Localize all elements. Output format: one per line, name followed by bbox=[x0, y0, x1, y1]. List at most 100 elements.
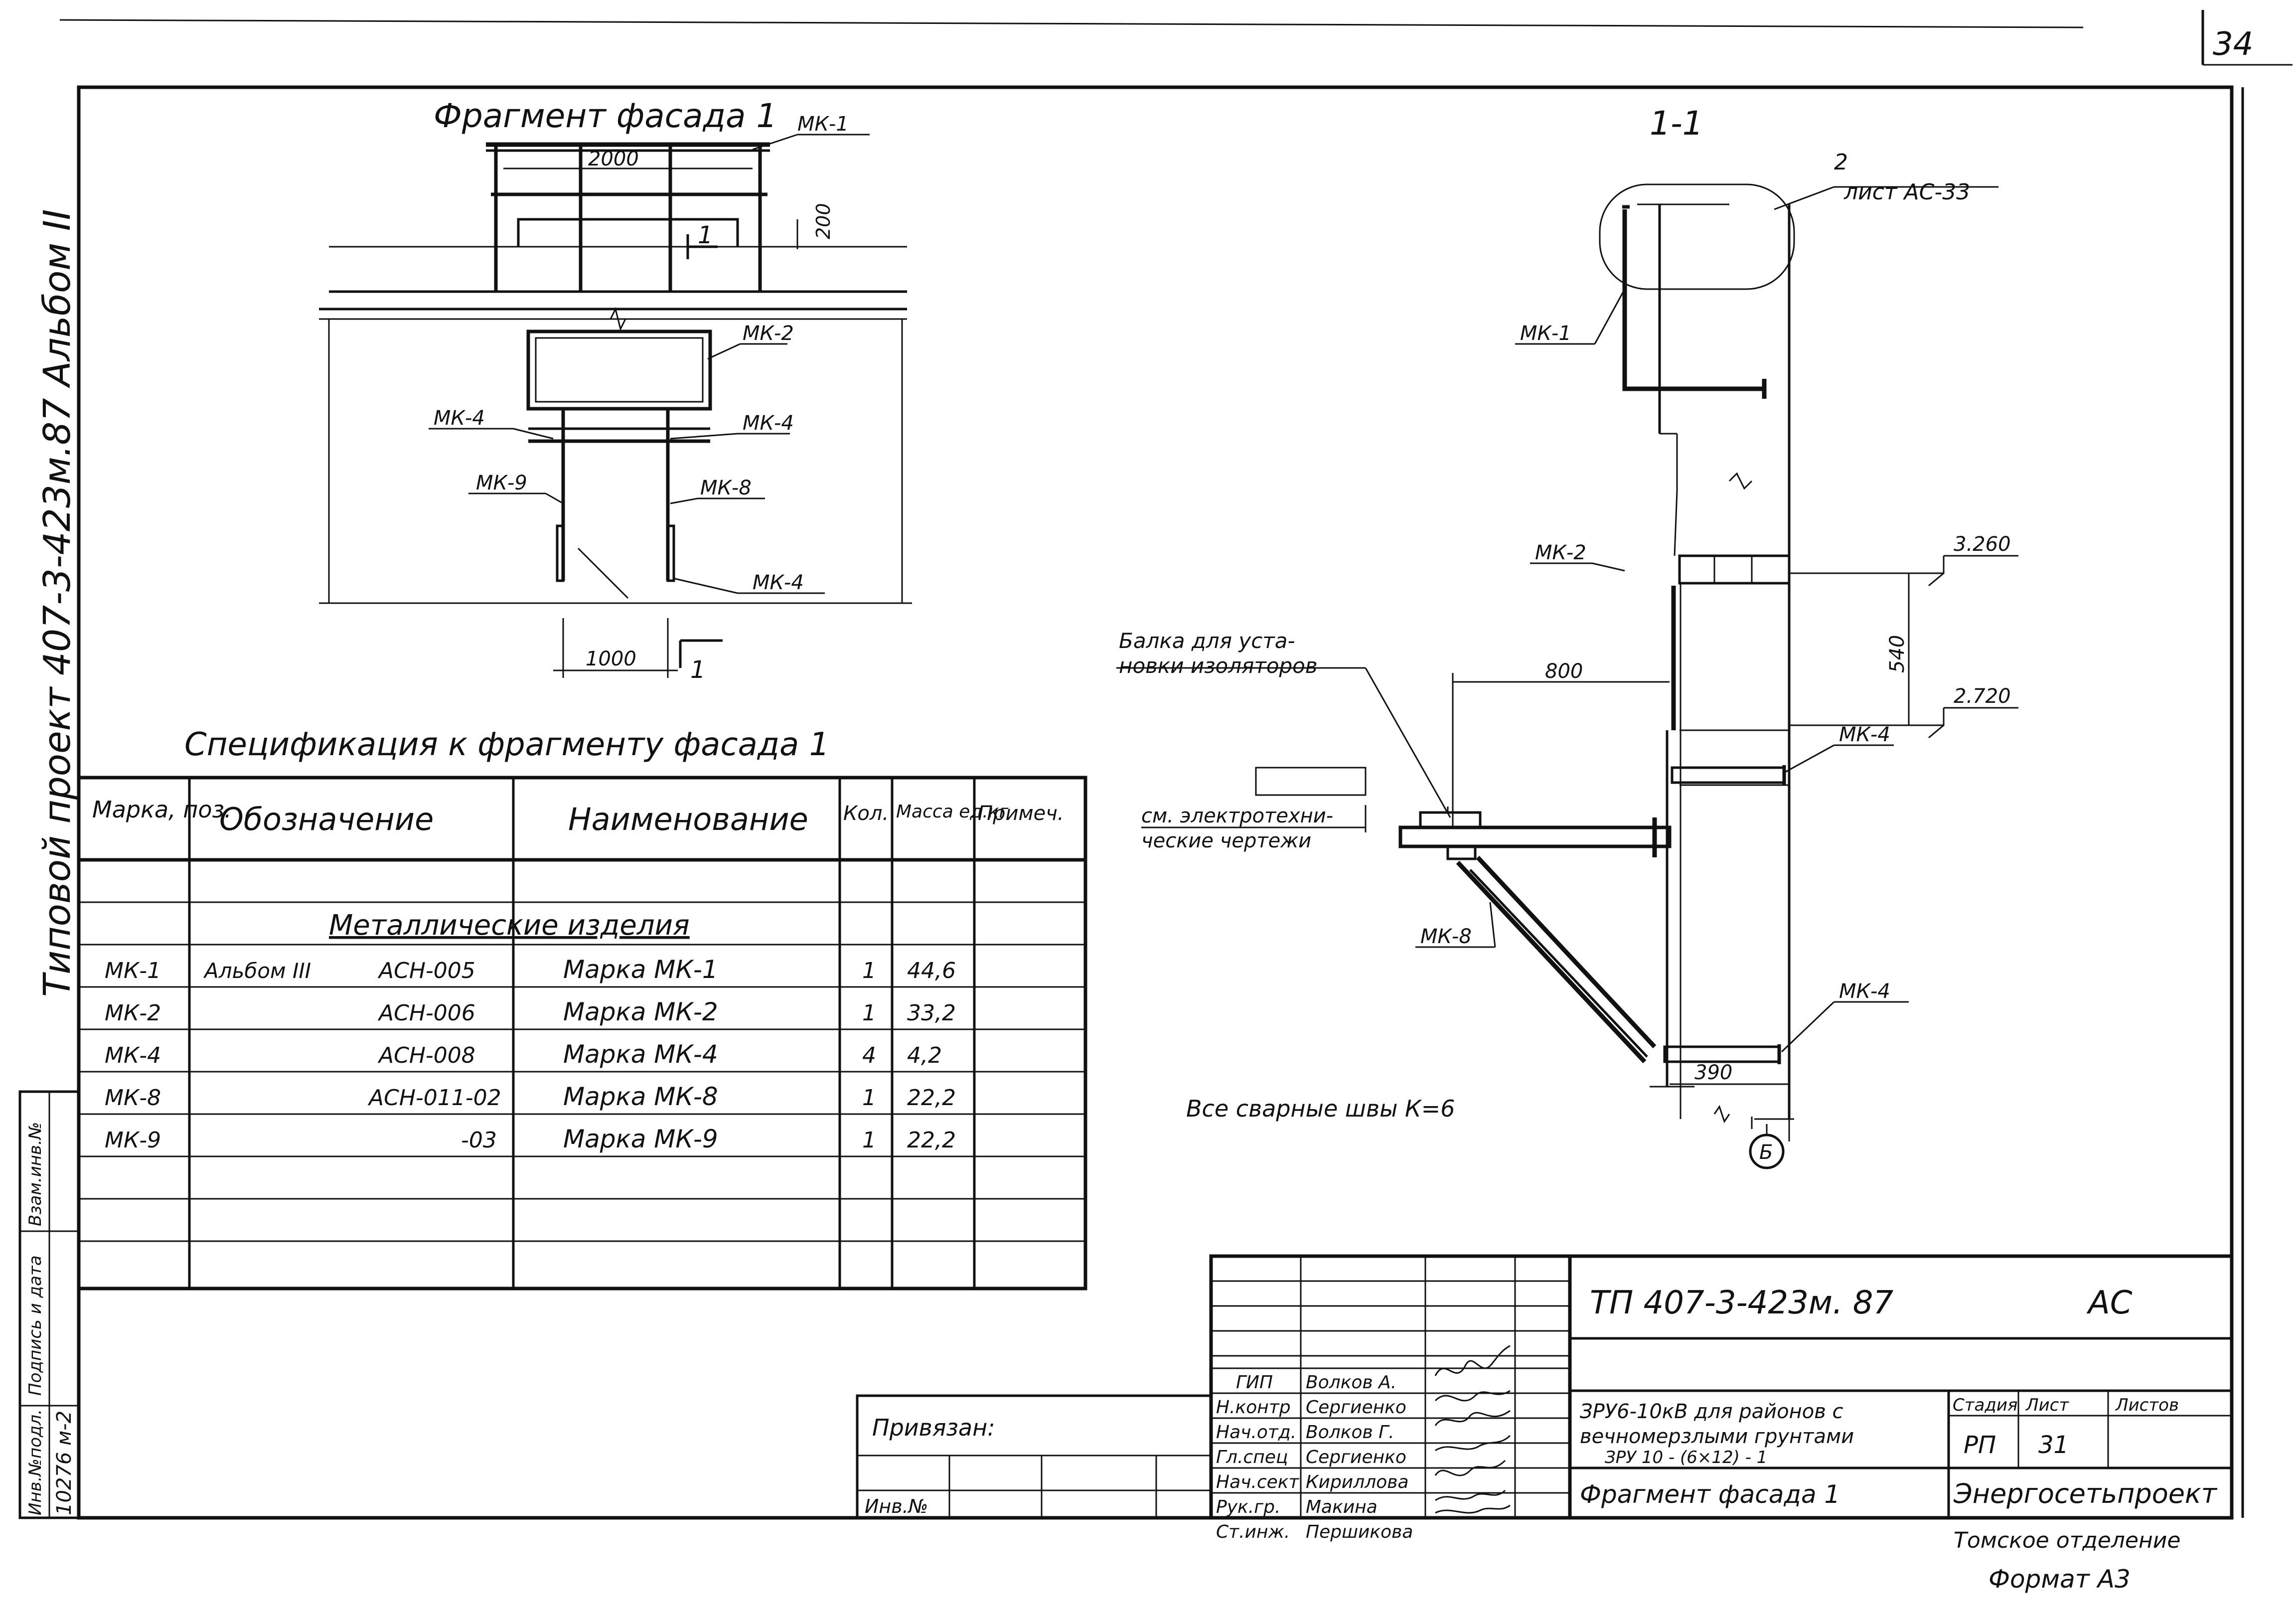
spec-row-5-mass: 22,2 bbox=[907, 1128, 956, 1153]
spec-row-3-mark: МК-4 bbox=[105, 1043, 161, 1068]
name-4: Сергиенко bbox=[1306, 1447, 1406, 1467]
dim-800: 800 bbox=[1545, 660, 1583, 683]
name-5: Кириллова bbox=[1306, 1472, 1409, 1492]
left-stamp bbox=[18, 1090, 80, 1519]
section-label-mk4-top: МК-4 bbox=[1839, 723, 1890, 746]
name-2: Сергиенко bbox=[1306, 1397, 1406, 1418]
stamp-sign-date: Подпись и дата bbox=[25, 1255, 45, 1396]
facade-title: Фрагмент фасада 1 bbox=[434, 97, 777, 135]
facade-label-mk9: МК-9 bbox=[476, 472, 527, 494]
stage-value: РП bbox=[1964, 1431, 1996, 1459]
spec-row-1-name: Марка МК-1 bbox=[563, 955, 718, 984]
spec-row-1-mass: 44,6 bbox=[907, 958, 956, 983]
spec-header-note: Примеч. bbox=[978, 802, 1064, 825]
facade-label-mk4-right: МК-4 bbox=[743, 412, 794, 435]
spec-row-3-mass: 4,2 bbox=[907, 1043, 942, 1068]
section-label-mk2: МК-2 bbox=[1535, 541, 1586, 564]
elevation-2720: 2.720 bbox=[1954, 685, 2011, 708]
page-number: 34 bbox=[2213, 26, 2253, 63]
spec-row-3-qty: 4 bbox=[862, 1043, 876, 1068]
weld-note: Все сварные швы К=6 bbox=[1186, 1095, 1455, 1122]
spec-header-mass: Масса ед.кг bbox=[896, 802, 1009, 822]
beam-note-2: новки изоляторов bbox=[1119, 653, 1318, 678]
facade-label-mk8: МК-8 bbox=[700, 477, 752, 499]
beam-note-1: Балка для уста- bbox=[1119, 629, 1295, 653]
spec-row-4-qty: 1 bbox=[862, 1085, 876, 1111]
table-row: МК-9 -03 Марка МК-9 1 22,2 bbox=[105, 1125, 956, 1153]
spec-row-2-mass: 33,2 bbox=[907, 1000, 956, 1026]
elec-note-1: см. электротехни- bbox=[1141, 805, 1333, 827]
section-mark-bottom: 1 bbox=[690, 656, 706, 684]
spec-section-title: Металлические изделия bbox=[329, 909, 690, 942]
spec-row-5-qty: 1 bbox=[862, 1128, 876, 1153]
facade-drawing: 2000 200 1 1000 1 bbox=[319, 134, 912, 684]
org-line-2: Томское отделение bbox=[1954, 1528, 2180, 1553]
spec-row-3-name: Марка МК-4 bbox=[563, 1040, 718, 1069]
project-line-3: ЗРУ 10 - (6×12) - 1 bbox=[1605, 1448, 1767, 1467]
facade-label-mk2: МК-2 bbox=[743, 322, 794, 345]
axis-label: Б bbox=[1759, 1141, 1773, 1164]
name-7: Першикова bbox=[1306, 1522, 1413, 1542]
sheets-label: Листов bbox=[2115, 1395, 2179, 1415]
sheet-value: 31 bbox=[2038, 1431, 2069, 1459]
dim-390: 390 bbox=[1694, 1061, 1732, 1084]
sheet-title: Фрагмент фасада 1 bbox=[1580, 1480, 1840, 1509]
elec-note-2: ческие чертежи bbox=[1141, 829, 1311, 852]
table-row: МК-8 АСН-011-02 Марка МК-8 1 22,2 bbox=[105, 1082, 956, 1111]
spec-row-2-mark: МК-2 bbox=[105, 1000, 161, 1026]
section-callout-ref: лист АС-33 bbox=[1843, 179, 1970, 205]
spec-row-1-mark: МК-1 bbox=[105, 958, 161, 983]
name-1: Волков А. bbox=[1306, 1372, 1396, 1393]
spec-header-designation: Обозначение bbox=[219, 801, 434, 837]
stamp-inv-orig: Инв.№подл. bbox=[25, 1409, 45, 1515]
section-label-mk8: МК-8 bbox=[1420, 925, 1472, 948]
spec-row-1-designation: АСН-005 bbox=[377, 958, 475, 983]
sheet-label: Лист bbox=[2025, 1395, 2069, 1415]
sheet-frame bbox=[59, 10, 2293, 1520]
format-label: Формат А3 bbox=[1989, 1565, 2131, 1594]
facade-label-mk4-left: МК-4 bbox=[434, 407, 485, 430]
dim-1000: 1000 bbox=[586, 648, 636, 670]
section-callout-num: 2 bbox=[1834, 150, 1848, 175]
facade-label-mk1: МК-1 bbox=[797, 113, 849, 136]
doc-suffix: АС bbox=[2086, 1285, 2133, 1321]
signatures bbox=[1434, 1345, 1511, 1514]
spec-row-3-designation: АСН-008 bbox=[377, 1043, 475, 1068]
project-line-1: ЗРУ6-10кВ для районов с bbox=[1580, 1400, 1843, 1423]
spec-row-4-mark: МК-8 bbox=[105, 1085, 161, 1111]
spec-row-5-mark: МК-9 bbox=[105, 1128, 161, 1153]
spec-row-5-designation: -03 bbox=[461, 1128, 497, 1153]
role-7: Ст.инж. bbox=[1216, 1522, 1290, 1542]
role-3: Нач.отд. bbox=[1216, 1422, 1296, 1443]
spec-row-4-name: Марка МК-8 bbox=[563, 1082, 718, 1111]
doc-code: ТП 407-3-423м. 87 bbox=[1590, 1285, 1893, 1321]
org-line-1: Энергосетьпроект bbox=[1953, 1478, 2218, 1509]
dim-2000: 2000 bbox=[588, 148, 639, 170]
spec-header-qty: Кол. bbox=[843, 802, 889, 825]
section-mark-top: 1 bbox=[698, 221, 713, 249]
role-6: Рук.гр. bbox=[1216, 1497, 1280, 1517]
table-row: МК-1 Альбом III АСН-005 Марка МК-1 1 44,… bbox=[105, 955, 956, 984]
bound-label: Привязан: bbox=[872, 1414, 995, 1441]
stamp-inv-value: 10276 м-2 bbox=[53, 1411, 76, 1515]
name-6: Макина bbox=[1306, 1497, 1378, 1517]
name-3: Волков Г. bbox=[1306, 1422, 1394, 1443]
spec-table-grid bbox=[77, 776, 1087, 1291]
spec-header-mark: Марка, поз. bbox=[92, 796, 232, 823]
spec-row-2-qty: 1 bbox=[862, 1000, 876, 1026]
role-2: Н.контр bbox=[1216, 1397, 1291, 1418]
section-title: 1-1 bbox=[1650, 104, 1703, 143]
project-line-2: вечномерзлыми грунтами bbox=[1580, 1425, 1854, 1448]
title-block-grid bbox=[856, 1254, 2234, 1520]
spec-row-5-name: Марка МК-9 bbox=[563, 1125, 718, 1153]
section-drawing: 540 800 bbox=[1116, 183, 2018, 1169]
stamp-replace-inv: Взам.инв.№ bbox=[25, 1122, 45, 1226]
inv-no-label: Инв.№ bbox=[865, 1495, 928, 1517]
spec-title: Спецификация к фрагменту фасада 1 bbox=[184, 726, 829, 763]
table-row: МК-4 АСН-008 Марка МК-4 4 4,2 bbox=[105, 1040, 942, 1069]
spec-row-4-mass: 22,2 bbox=[907, 1085, 956, 1111]
side-project-label: Типовой проект 407-3-423м.87 Альбом II bbox=[36, 209, 79, 997]
table-row: МК-2 АСН-006 Марка МК-2 1 33,2 bbox=[105, 997, 956, 1026]
facade-label-mk4-bottom: МК-4 bbox=[753, 571, 804, 594]
